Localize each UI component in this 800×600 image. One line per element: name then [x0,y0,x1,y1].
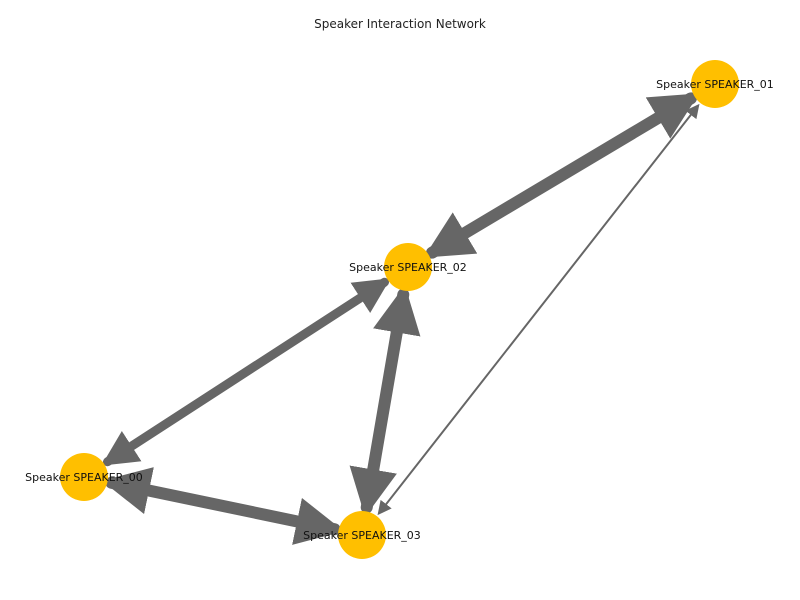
edge-s02-s03 [349,285,421,517]
node-circle [60,453,108,501]
nodes-group: Speaker SPEAKER_00 Speaker SPEAKER_01Spea… [25,60,774,559]
node-s03: Speaker SPEAKER_03 [303,511,421,559]
node-label: Speaker SPEAKER_03 [303,529,421,542]
node-s00: Speaker SPEAKER_00 [25,453,143,501]
edge-s01-s02 [423,92,700,259]
node-label: Speaker SPEAKER_01 [656,78,774,91]
node-circle [691,60,739,108]
node-label: Speaker SPEAKER_02 [349,261,467,274]
node-label: Speaker SPEAKER_00 [25,471,143,484]
edges-group [101,92,700,545]
node-s01: Speaker SPEAKER_01 [656,60,774,108]
node-s02: Speaker SPEAKER_02 [349,243,467,291]
diagram-title: Speaker Interaction Network [314,17,486,31]
edge-s02-s00 [101,277,391,467]
edge-s00-s03 [102,467,344,545]
edge-s03-s01 [377,103,700,516]
node-circle [384,243,432,291]
node-circle [338,511,386,559]
